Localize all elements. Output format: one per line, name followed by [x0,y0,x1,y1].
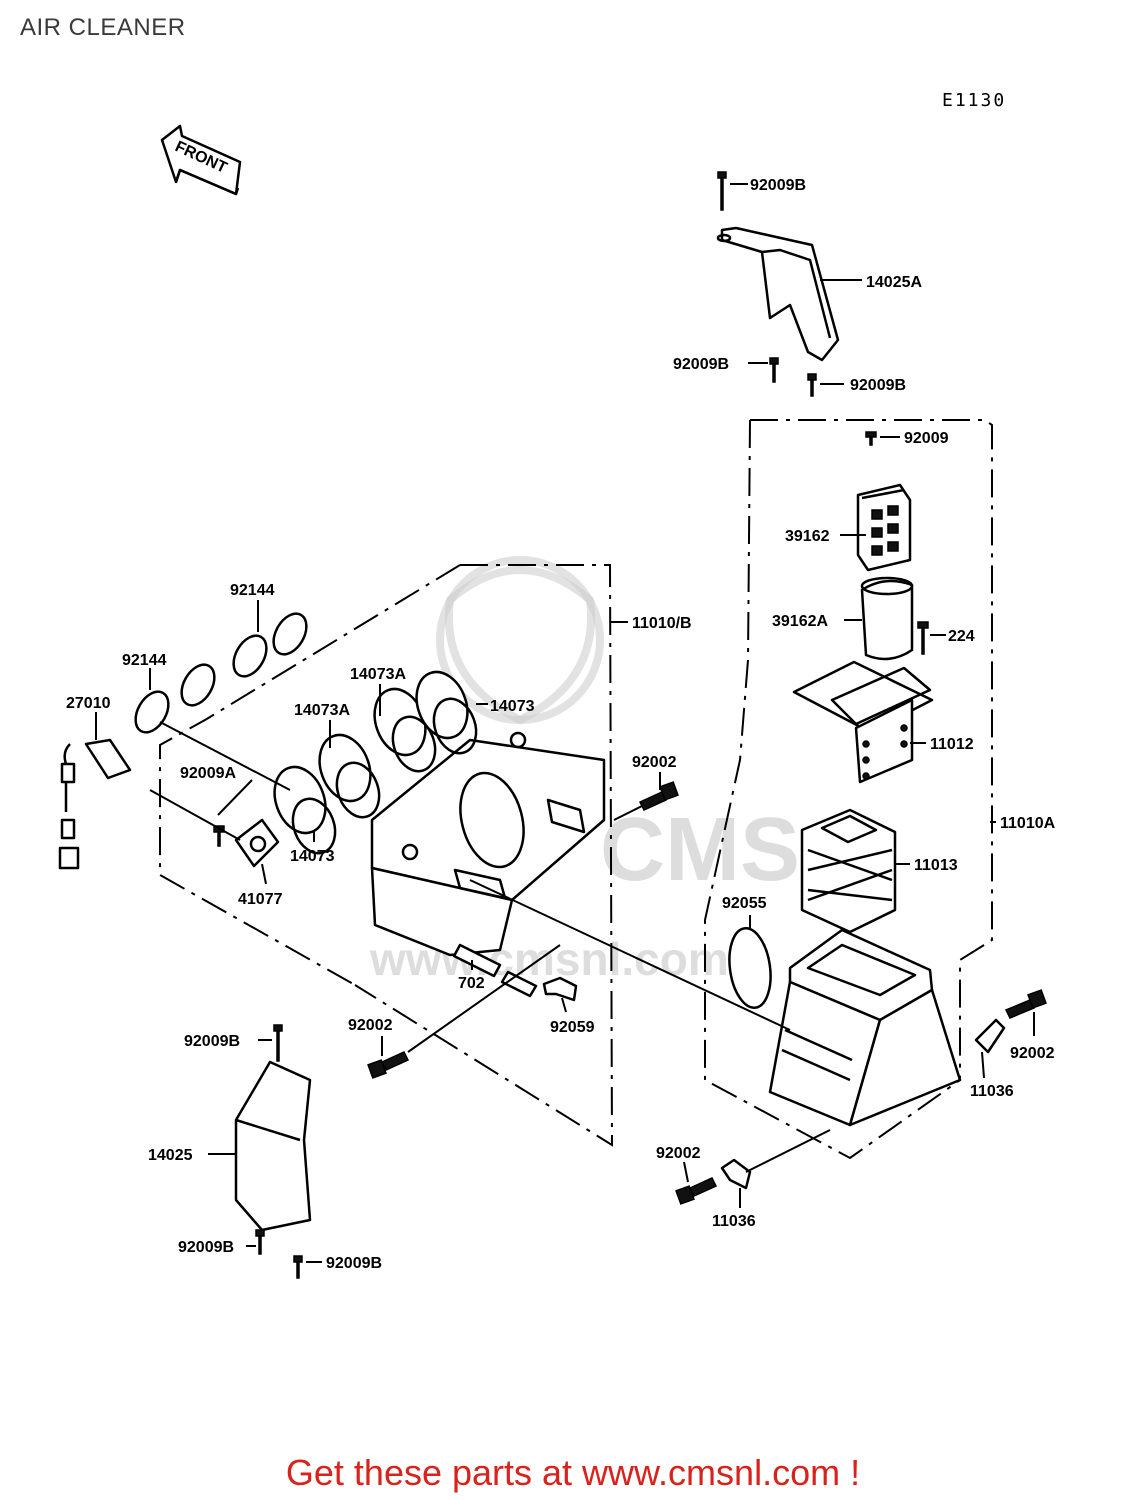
side-cover-14025 [234,1060,312,1232]
part-label: 11013 [914,857,958,874]
part-label: 41077 [238,891,283,908]
foam-element-39162A [860,576,914,661]
hose-702 [452,943,538,998]
bolt-icon [367,781,1047,1205]
page-title: AIR CLEANER [20,14,186,41]
part-label: 92009B [326,1255,382,1272]
part-label: 92002 [632,754,677,771]
part-label: 92055 [722,895,767,912]
mesh-element-11013 [800,808,897,934]
part-label: 14073 [490,698,535,715]
part-label: 92002 [656,1145,701,1162]
part-label: 14073 [290,848,335,865]
part-label: 11010/B [632,615,692,632]
bracket-11036-right [974,1018,1006,1054]
part-label: 14073A [294,702,350,719]
plate-41077 [234,818,280,868]
part-label: 92009B [750,177,806,194]
elbow-92059 [542,976,578,1002]
part-label: 11036 [970,1083,1014,1100]
assembly-outline-11010B [159,564,614,1147]
part-label: 11036 [712,1213,756,1230]
part-label: 92002 [1010,1045,1055,1062]
part-label: 39162 [785,528,830,545]
filter-element-39162 [856,483,912,572]
assembly-outline-11010A [704,419,993,1160]
part-label: 92144 [230,582,275,599]
part-label: 702 [458,975,485,992]
part-labels: 92009B 14025A 92009B 92009B 92009 39162 … [66,177,1056,1272]
air-case-11010B [370,731,606,957]
part-label: 92009 [904,430,949,447]
front-arrow-icon: FRONT [160,124,242,196]
duct-14073-set [273,670,478,855]
o-ring-92055 [728,927,772,1009]
part-label: 224 [948,628,975,645]
diagram-code: E1130 [942,90,1007,111]
part-label: 92144 [122,652,167,669]
part-label: 14025A [866,274,922,291]
leader-lines [95,183,1035,1263]
watermark-logo: CMS [600,800,800,900]
switch-27010 [58,738,132,870]
part-label: 14073A [350,666,406,683]
screw-icon [255,1024,303,1279]
part-label: 92009B [673,356,729,373]
screw-icon [213,825,225,847]
air-case-11010A [768,928,962,1127]
part-label: 11010A [1000,815,1056,832]
part-label: 14025 [148,1147,193,1164]
part-label: 92009A [180,765,236,782]
part-label: 92009B [178,1239,234,1256]
promo-link[interactable]: Get these parts at www.cmsnl.com ! [285,1452,861,1493]
part-label: 92059 [550,1019,595,1036]
top-cover-14025A [716,226,840,362]
part-label: 92002 [348,1017,393,1034]
part-label: 27010 [66,695,111,712]
part-label: 11012 [930,736,974,753]
screw-icon [717,171,929,655]
o-ring-92144-set [134,612,308,734]
part-label: 39162A [772,613,828,630]
bracket-11036-bottom [720,1158,752,1190]
part-label: 92009B [184,1033,240,1050]
filter-cap-11012 [792,660,934,784]
part-label: 92009B [850,377,906,394]
exploded-parts-diagram: CMS www.cmsnl.com FRONT [58,124,1056,1279]
